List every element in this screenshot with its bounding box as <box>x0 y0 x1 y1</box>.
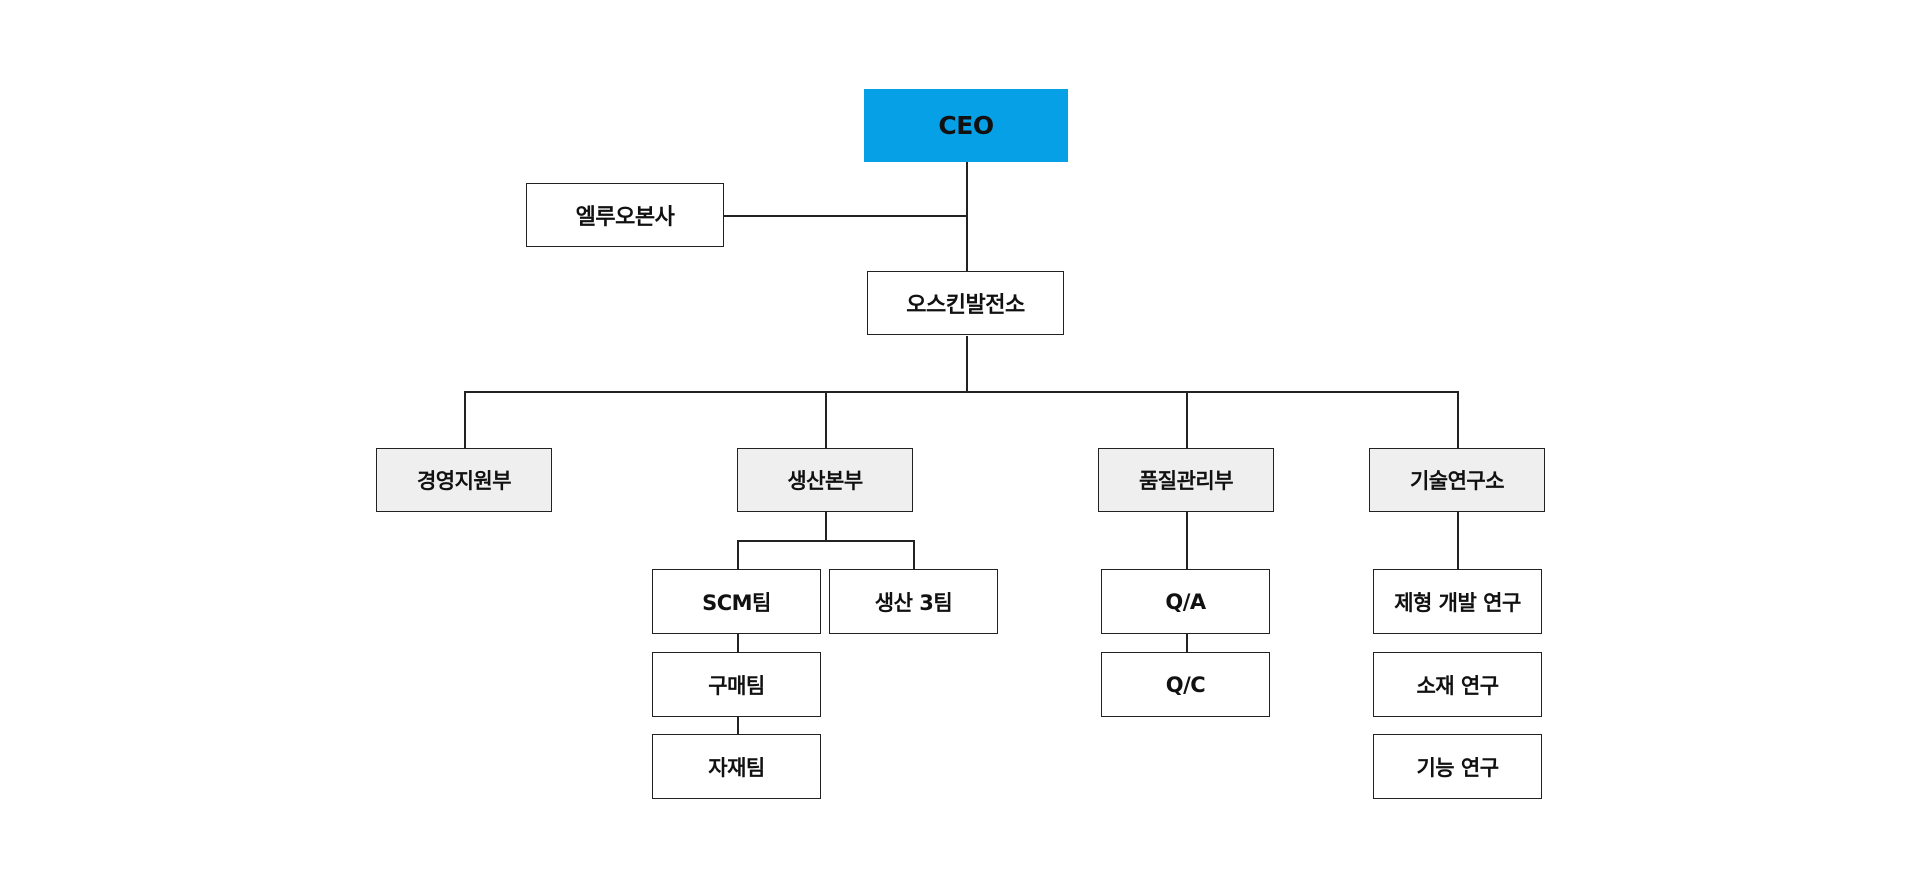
team-qa: Q/A <box>1101 569 1270 634</box>
connector-ceo-to-branch <box>966 162 968 272</box>
team-production-3: 생산 3팀 <box>829 569 998 634</box>
dept-production-hq: 생산본부 <box>737 448 913 512</box>
connector-scm-to-purchasing <box>737 633 739 653</box>
connector-bus-to-dept-4 <box>1457 391 1459 448</box>
team-function-research: 기능 연구 <box>1373 734 1542 799</box>
dept-technology-lab: 기술연구소 <box>1369 448 1545 512</box>
team-scm: SCM팀 <box>652 569 821 634</box>
branch-box: 오스킨발전소 <box>867 271 1064 335</box>
team-materials: 자재팀 <box>652 734 821 799</box>
connector-headoffice-to-trunk <box>723 215 967 217</box>
connector-quality-down <box>1186 511 1188 570</box>
connector-bus-to-dept-2 <box>825 391 827 448</box>
connector-production-team-bus <box>737 540 914 542</box>
connector-purchasing-to-materials <box>737 716 739 735</box>
team-material-research: 소재 연구 <box>1373 652 1542 717</box>
connector-bus-to-dept-1 <box>464 391 466 448</box>
team-purchasing: 구매팀 <box>652 652 821 717</box>
connector-branch-to-bus <box>966 336 968 392</box>
team-qc: Q/C <box>1101 652 1270 717</box>
connector-bus-to-dept-3 <box>1186 391 1188 448</box>
head-office-box: 엘루오본사 <box>526 183 724 247</box>
connector-department-bus <box>464 391 1458 393</box>
dept-quality-management: 품질관리부 <box>1098 448 1274 512</box>
connector-to-production-3-team <box>913 540 915 570</box>
ceo-box: CEO <box>864 89 1068 162</box>
connector-to-scm-team <box>737 540 739 570</box>
team-formulation-research: 제형 개발 연구 <box>1373 569 1542 634</box>
connector-qa-to-qc <box>1186 633 1188 653</box>
connector-production-down <box>825 511 827 541</box>
dept-management-support: 경영지원부 <box>376 448 552 512</box>
connector-lab-down <box>1457 511 1459 570</box>
